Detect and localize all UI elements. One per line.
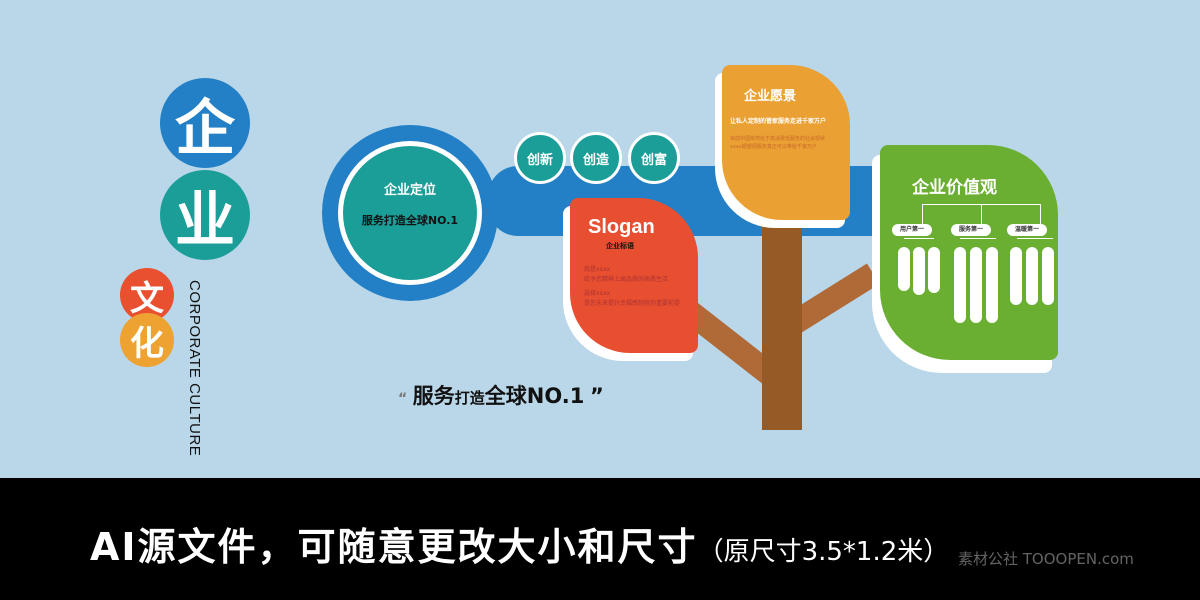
bottom-banner: AI源文件，可随意更改大小和尺寸（原尺寸3.5*1.2米） 素材公社 TOOOP… <box>0 478 1200 600</box>
tree-trunk <box>762 215 802 430</box>
slogan-title: Slogan <box>588 216 655 238</box>
logo-char-qi: 企 <box>160 78 250 168</box>
vision-body-1: 目前中国依然处于高消费低服务的社会现状 <box>730 136 826 142</box>
values-title: 企业价值观 <box>912 178 997 198</box>
english-line-2: CULTURE <box>186 383 203 457</box>
vision-card: 企业愿景 让私人定制的管家服务走进千家万户 目前中国依然处于高消费低服务的社会现… <box>722 65 850 220</box>
slogan-line-4: 是您未来提升幸福感制胜的重要前提 <box>584 300 681 307</box>
value-group-user: 用户第一 <box>892 224 932 236</box>
quote-part-3: 全球NO.1 <box>484 384 585 408</box>
logo-char-hua: 化 <box>120 313 174 367</box>
value-circle-create: 创造 <box>570 132 622 184</box>
org-line <box>1017 238 1053 239</box>
quote: “ 服务打造全球NO.1 ” <box>398 380 604 410</box>
slogan-line-1: 我是xxxx <box>584 266 611 273</box>
banner-size: （原尺寸3.5*1.2米） <box>697 537 950 567</box>
quote-part-1: 服务 <box>412 384 455 408</box>
value-circle-wealth: 创富 <box>628 132 680 184</box>
positioning-ring: 企业定位 服务打造全球NO.1 <box>322 125 498 301</box>
value-group-service: 服务第一 <box>951 224 991 236</box>
logo-english: CORPORATE CULTURE <box>186 280 203 457</box>
slogan-line-2: 给予您精神上高品质的高质生活 <box>584 276 669 283</box>
slogan-subtitle: 企业标语 <box>606 242 634 250</box>
value-item <box>970 247 982 323</box>
vision-subtitle: 让私人定制的管家服务走进千家万户 <box>730 118 827 125</box>
quote-part-2: 打造 <box>454 389 485 407</box>
org-line <box>904 238 934 239</box>
watermark: 素材公社 TOOOPEN.com <box>958 550 1134 568</box>
values-card: 企业价值观 用户第一 服务第一 温暖第一 <box>880 145 1058 360</box>
english-line-1: CORPORATE <box>186 280 203 379</box>
value-item <box>954 247 966 323</box>
value-item <box>928 247 940 293</box>
org-line <box>1040 204 1041 224</box>
value-item <box>1026 247 1038 305</box>
banner-text: AI源文件，可随意更改大小和尺寸（原尺寸3.5*1.2米） <box>90 516 949 571</box>
org-line <box>960 238 996 239</box>
banner-main: AI源文件，可随意更改大小和尺寸 <box>90 525 698 569</box>
value-group-warmth: 温暖第一 <box>1007 224 1047 236</box>
value-circle-innovate: 创新 <box>514 132 566 184</box>
logo-char-ye: 业 <box>160 170 250 260</box>
quote-open: “ <box>398 391 408 407</box>
org-line <box>922 204 923 224</box>
positioning-text: 服务打造全球NO.1 <box>361 213 459 227</box>
quote-close: ” <box>589 384 604 408</box>
value-item <box>1042 247 1054 305</box>
vision-body-2: xxxx期望把服务真正可以带给千家万户 <box>730 144 817 150</box>
slogan-card: Slogan 企业标语 我是xxxx 给予您精神上高品质的高质生活 选择xxxx… <box>570 198 698 353</box>
value-item <box>913 247 925 295</box>
value-item <box>986 247 998 323</box>
value-item <box>1010 247 1022 305</box>
positioning-title: 企业定位 <box>383 182 436 198</box>
value-item <box>898 247 910 291</box>
slogan-line-3: 选择xxxx <box>584 290 611 297</box>
org-line <box>981 204 982 224</box>
vision-title: 企业愿景 <box>744 89 797 104</box>
